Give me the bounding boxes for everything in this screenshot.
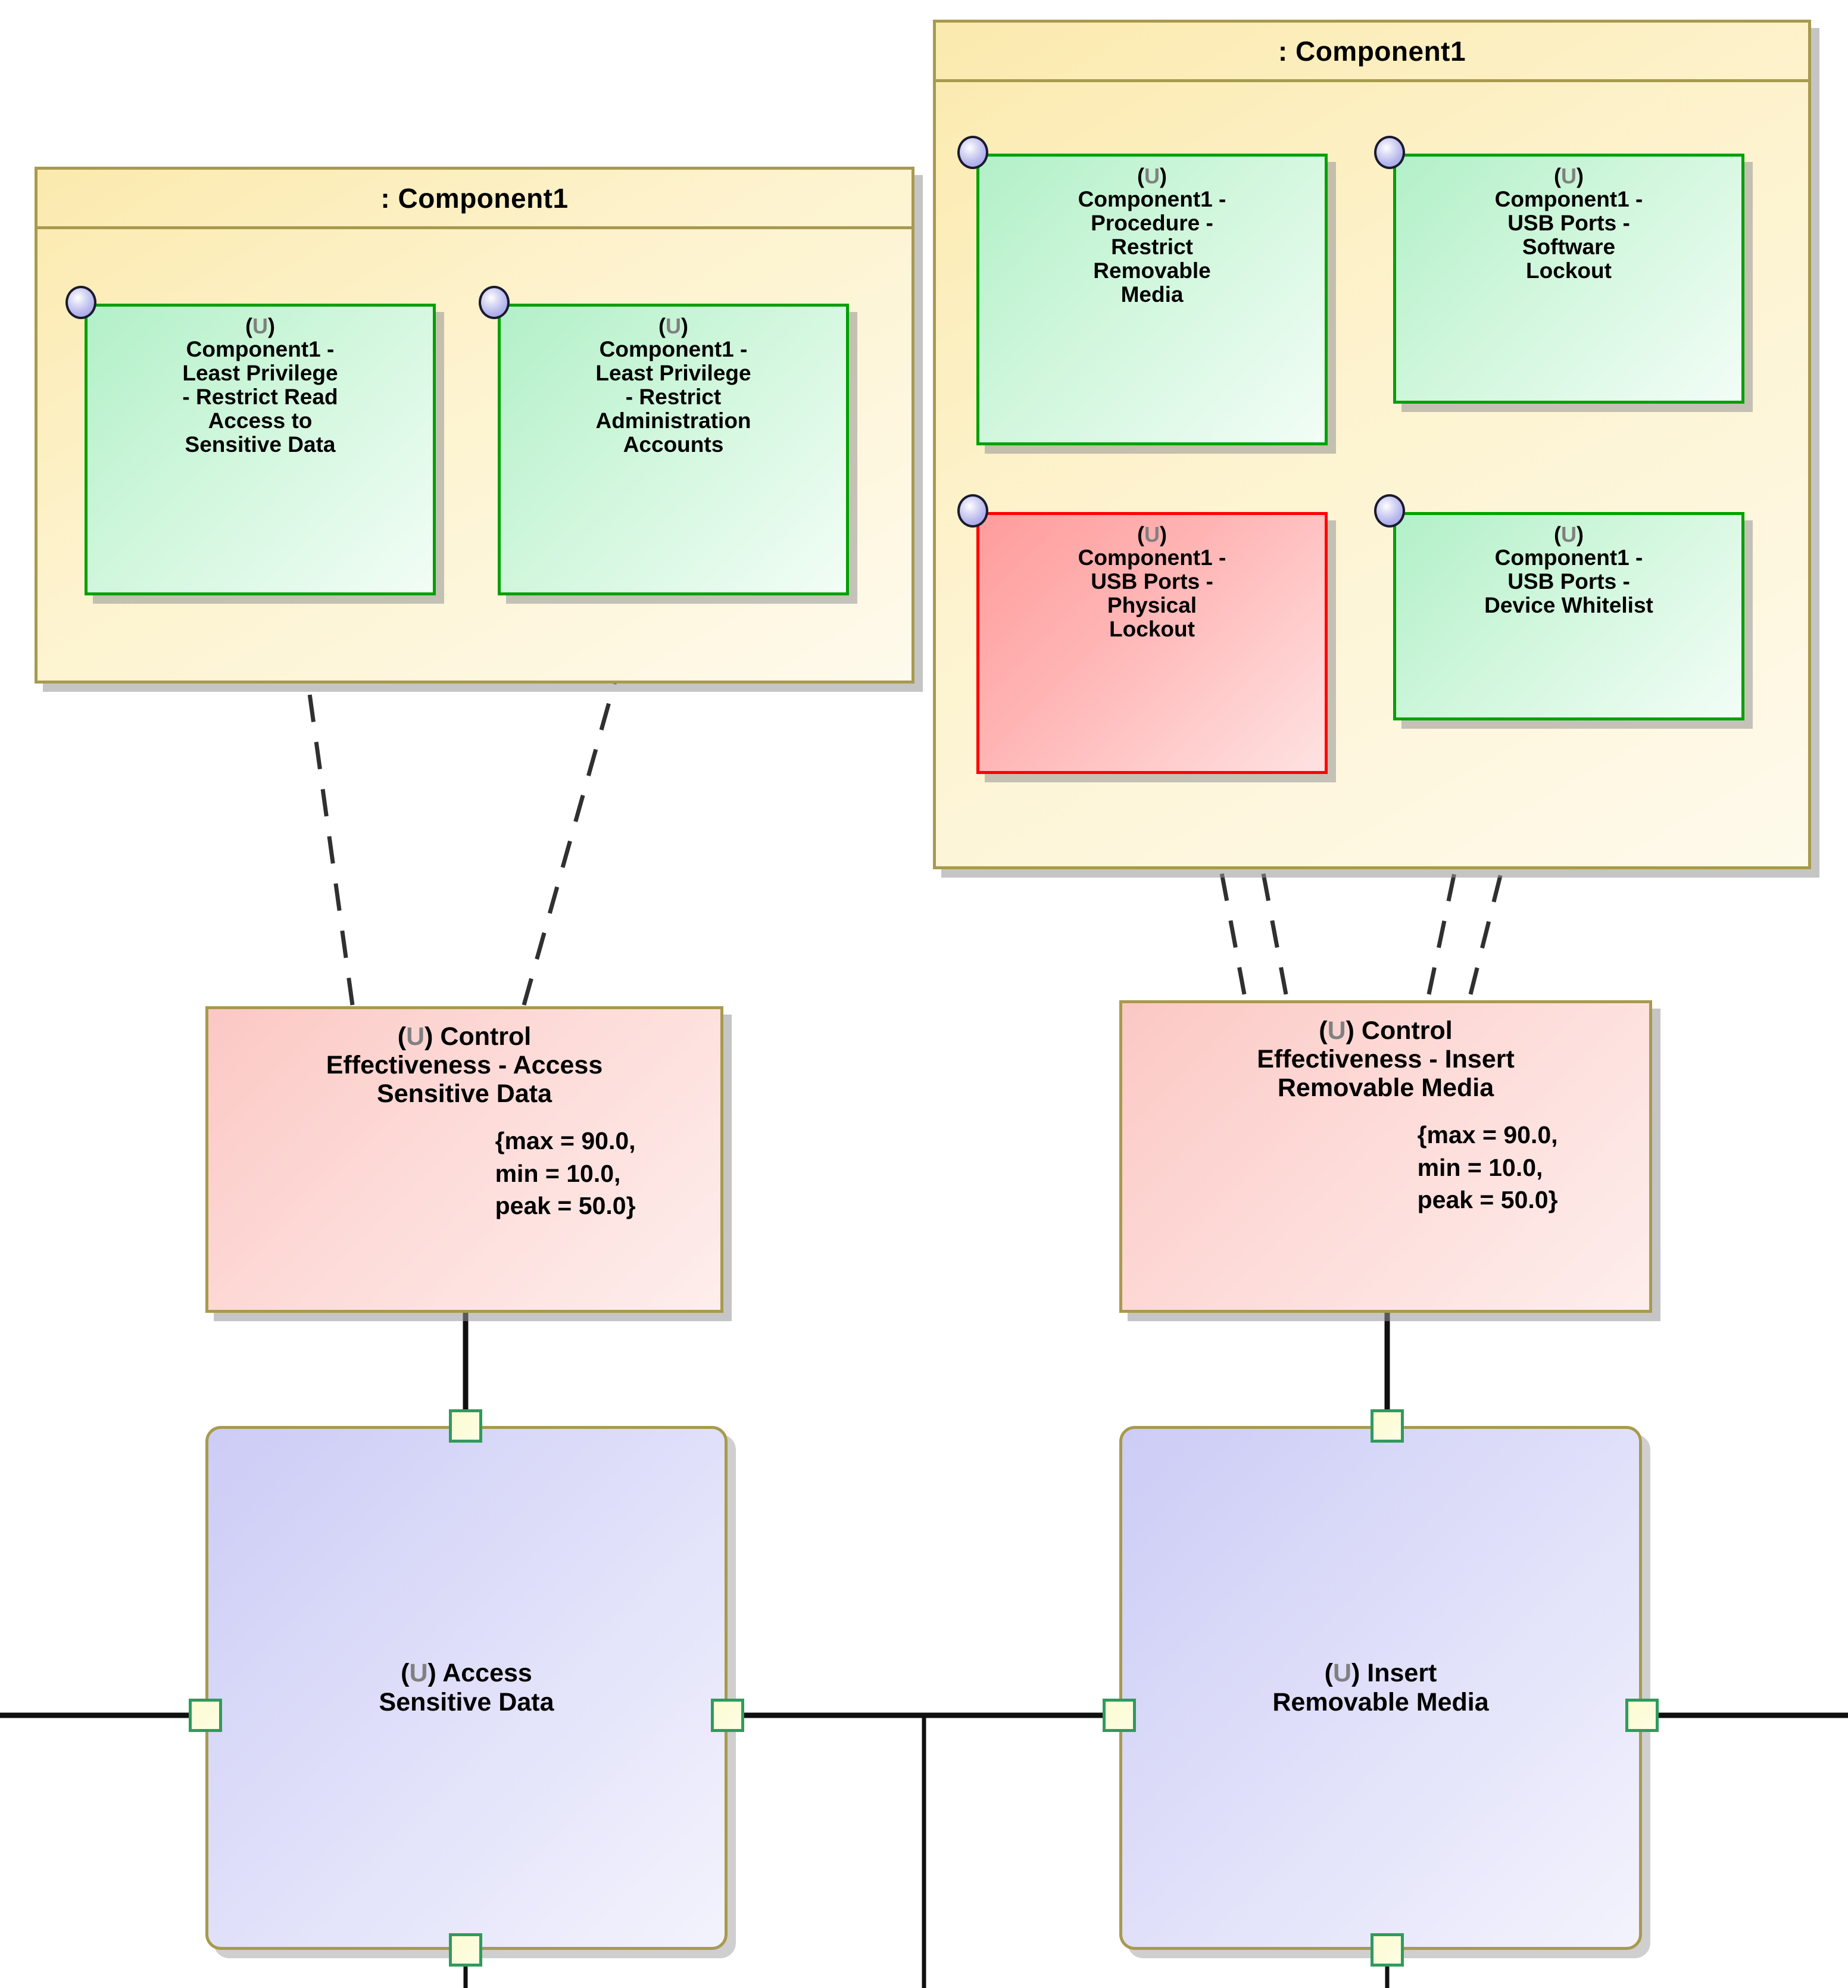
pin-top-insert-removable-media[interactable] — [1371, 1409, 1404, 1443]
requirement-marker: (U) — [1137, 522, 1167, 547]
provided-interface-ball-icon[interactable] — [957, 136, 988, 169]
pin-bottom-insert-removable-media[interactable] — [1371, 1933, 1404, 1967]
requirement-box-usb-software-lockout[interactable]: (U) Component1 - USB Ports - Software Lo… — [1393, 154, 1744, 404]
solid-connector-group — [463, 1313, 1390, 1426]
requirement-label: Component1 - Least Privilege - Restrict … — [182, 336, 338, 457]
requirement-label: Component1 - USB Ports - Physical Lockou… — [1078, 545, 1226, 641]
provided-interface-ball-icon[interactable] — [957, 494, 988, 528]
requirement-box-least-privilege-admin[interactable]: (U) Component1 - Least Privilege - Restr… — [498, 304, 849, 595]
action-label-text: Access Sensitive Data — [379, 1658, 554, 1717]
action-node-access-sensitive-data[interactable]: (U) Access Sensitive Data — [205, 1426, 728, 1950]
requirement-label: Component1 - Procedure - Restrict Remova… — [1078, 186, 1226, 307]
requirement-box-procedure-restrict-removable-media[interactable]: (U) Component1 - Procedure - Restrict Re… — [976, 154, 1328, 445]
requirement-box-usb-device-whitelist[interactable]: (U) Component1 - USB Ports - Device Whit… — [1393, 512, 1744, 720]
control-effectiveness-box-insert-removable-media[interactable]: (U) Control Effectiveness - Insert Remov… — [1119, 1000, 1652, 1313]
provided-interface-ball-icon[interactable] — [1374, 494, 1405, 528]
control-effectiveness-title-text: Control Effectiveness - Access Sensitive… — [326, 1022, 603, 1109]
provided-interface-ball-icon[interactable] — [1374, 136, 1405, 169]
pin-left-insert-removable-media[interactable] — [1103, 1699, 1136, 1732]
requirement-label: Component1 - USB Ports - Device Whitelis… — [1484, 545, 1653, 617]
component-header-left: : Component1 — [38, 170, 911, 229]
component-header-right: : Component1 — [936, 23, 1808, 82]
requirement-marker: (U) — [1554, 522, 1584, 547]
action-label-text: Insert Removable Media — [1272, 1658, 1489, 1717]
provided-interface-ball-icon[interactable] — [65, 286, 96, 319]
action-label: (U) Insert Removable Media — [1272, 1658, 1489, 1717]
control-effectiveness-title-text: Control Effectiveness - Insert Removable… — [1257, 1016, 1515, 1103]
requirement-box-least-privilege-read[interactable]: (U) Component1 - Least Privilege - Restr… — [85, 304, 436, 595]
pin-bottom-access-sensitive-data[interactable] — [449, 1933, 482, 1967]
control-effectiveness-params: {max = 90.0, min = 10.0, peak = 50.0} — [1417, 1121, 1558, 1213]
action-node-insert-removable-media[interactable]: (U) Insert Removable Media — [1119, 1426, 1642, 1950]
control-effectiveness-params: {max = 90.0, min = 10.0, peak = 50.0} — [495, 1127, 636, 1219]
control-effectiveness-box-access-sensitive-data[interactable]: (U) Control Effectiveness - Access Sensi… — [205, 1006, 723, 1313]
provided-interface-ball-icon[interactable] — [479, 286, 510, 319]
requirement-marker: (U) — [245, 314, 275, 338]
pin-left-access-sensitive-data[interactable] — [189, 1699, 222, 1732]
control-effectiveness-title: (U) Control Effectiveness - Insert Remov… — [1257, 1016, 1515, 1103]
requirement-label: Component1 - USB Ports - Software Lockou… — [1494, 186, 1643, 283]
requirement-marker: (U) — [658, 314, 688, 338]
requirement-box-usb-physical-lockout[interactable]: (U) Component1 - USB Ports - Physical Lo… — [976, 512, 1328, 774]
control-effectiveness-title: (U) Control Effectiveness - Access Sensi… — [326, 1022, 603, 1109]
component-title-right: : Component1 — [1278, 35, 1466, 67]
requirement-marker: (U) — [1554, 164, 1584, 188]
pin-right-insert-removable-media[interactable] — [1625, 1699, 1659, 1732]
requirement-label: Component1 - Least Privilege - Restrict … — [595, 336, 751, 457]
component-title-left: : Component1 — [380, 182, 569, 214]
pin-top-access-sensitive-data[interactable] — [449, 1409, 482, 1443]
action-label: (U) Access Sensitive Data — [379, 1658, 554, 1717]
pin-right-access-sensitive-data[interactable] — [711, 1699, 744, 1732]
requirement-marker: (U) — [1137, 164, 1167, 188]
